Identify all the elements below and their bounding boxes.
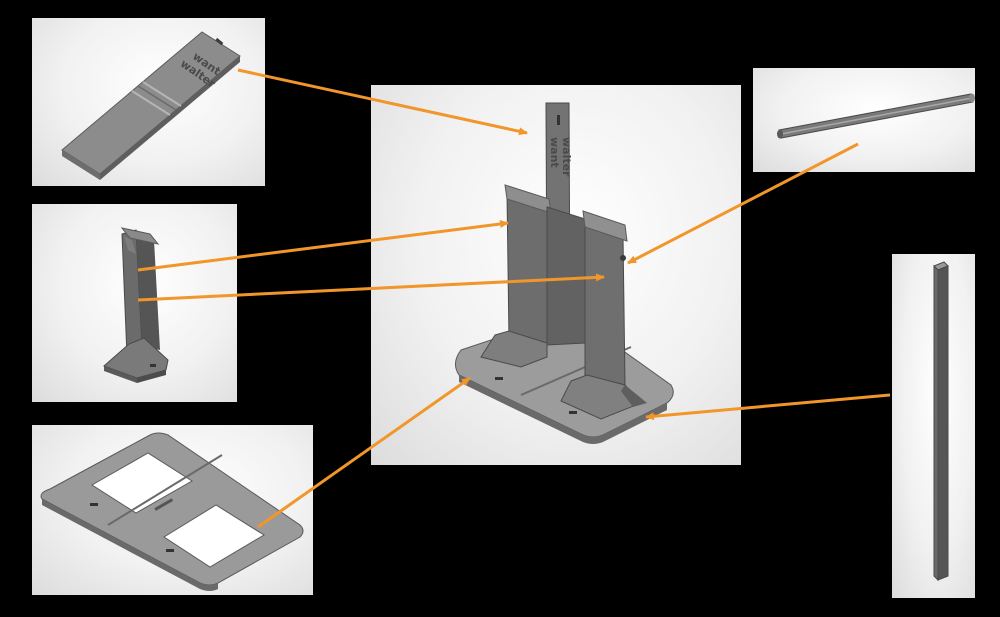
flat-tag-part-icon: want walter [61,31,241,180]
tag-part-panel: want walter [32,18,265,186]
base-plate-panel [32,425,313,595]
assembled-stand-panel: want walter [371,85,741,465]
post-part-panel [892,254,975,598]
blade-part-panel [32,204,237,402]
base-plate-part-icon [40,432,304,591]
assembly-engraving-line2: walter [560,137,573,177]
round-rod-part-icon [777,93,975,139]
assembly-engraving-line1: want [548,137,561,168]
square-post-part-icon [933,261,949,582]
rod-part-panel [753,68,975,172]
blade-support-part-icon [103,227,169,383]
assembled-stand-icon: want walter [455,102,674,444]
